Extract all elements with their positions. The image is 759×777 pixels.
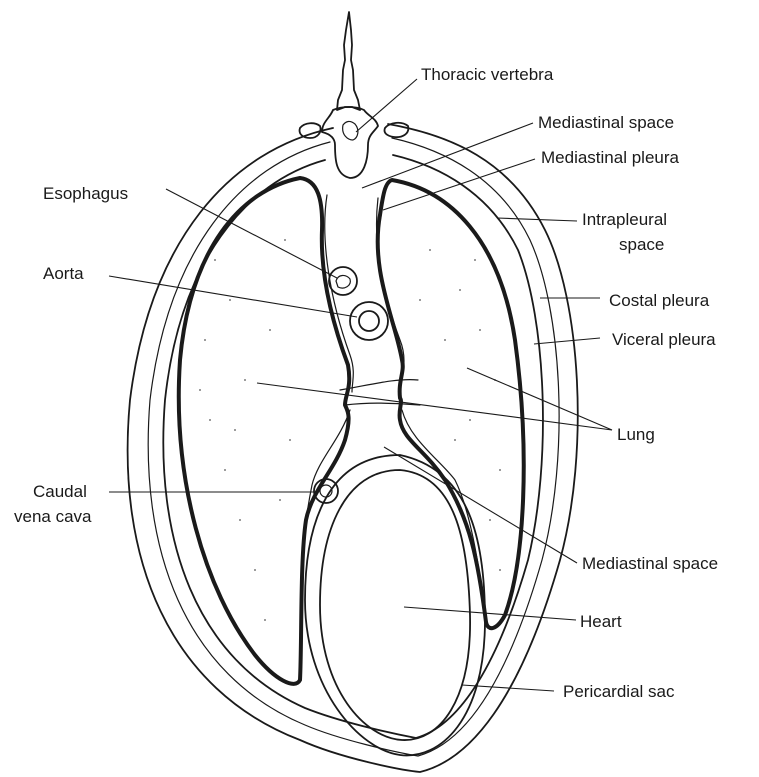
label-thoracic-vertebra: Thoracic vertebra [421,65,554,84]
chest-wall-outer [128,124,578,772]
label-visceral-pleura: Viceral pleura [612,330,716,349]
label-mediastinal-pleura: Mediastinal pleura [541,148,680,167]
rib-left [300,123,321,138]
label-caudal-vena-cava-line2: vena cava [14,507,92,526]
esophagus-lumen [336,275,350,288]
chest-wall-inner-1 [148,138,559,756]
label-intrapleural-space-line2: space [619,235,664,254]
aorta-lumen [359,311,379,331]
label-lung: Lung [617,425,655,444]
heart-outline [320,470,470,740]
label-mediastinal-space-upper: Mediastinal space [538,113,674,132]
label-caudal-vena-cava-line1: Caudal [33,482,87,501]
left-lung [179,178,349,684]
label-mediastinal-space-lower: Mediastinal space [582,554,718,573]
esophagus-shape [329,267,357,295]
leader-lines [109,79,612,691]
label-costal-pleura: Costal pleura [609,291,710,310]
mediastinum-lower-right [402,410,485,610]
label-esophagus: Esophagus [43,184,128,203]
label-pericardial-sac: Pericardial sac [563,682,675,701]
vertebra-foramen [343,121,358,140]
lung-stippling [199,239,501,621]
label-aorta: Aorta [43,264,84,283]
label-heart: Heart [580,612,622,631]
costal-pleura-line [163,155,543,738]
vertebra-spinous-process [337,12,360,110]
vertebra-body [322,107,378,178]
aorta-shape [350,302,388,340]
label-intrapleural-space-line1: Intrapleural [582,210,667,229]
